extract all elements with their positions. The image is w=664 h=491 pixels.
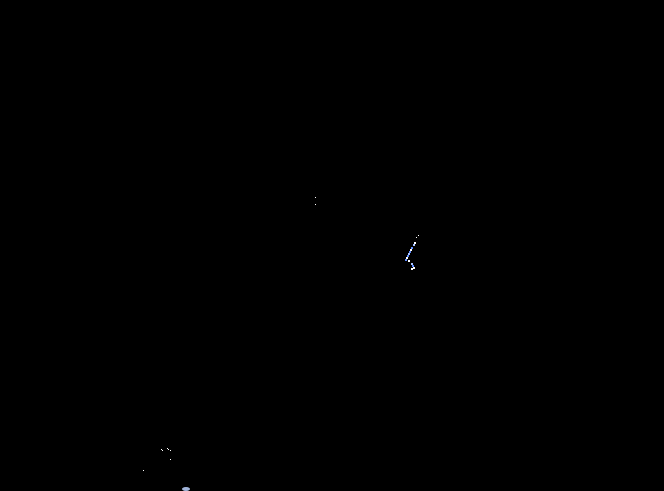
star	[416, 237, 417, 238]
meteor-streak-point	[411, 263, 413, 265]
star	[162, 450, 163, 451]
meteor-streak-point	[414, 242, 416, 244]
meteor-streak-point	[408, 260, 410, 262]
star	[315, 197, 316, 198]
star	[170, 450, 171, 451]
star	[167, 448, 168, 449]
meteor-streak-point	[411, 247, 413, 249]
meteor-streak-point	[405, 259, 407, 261]
star	[170, 459, 171, 460]
star	[143, 470, 144, 471]
star	[315, 204, 316, 205]
star	[168, 449, 169, 450]
meteor-streak-point	[406, 257, 408, 259]
meteor-streak-point	[407, 255, 409, 257]
bright-object-glow	[182, 487, 190, 491]
meteor-streak-point	[410, 249, 412, 251]
star	[418, 235, 419, 236]
meteor-streak-point	[413, 244, 415, 246]
meteor-streak-point	[409, 251, 411, 253]
meteor-streak-point	[413, 267, 415, 269]
star	[161, 449, 162, 450]
meteor-streak-point	[408, 253, 410, 255]
meteor-streak-point	[412, 265, 414, 267]
meteor-streak-point	[411, 268, 413, 270]
